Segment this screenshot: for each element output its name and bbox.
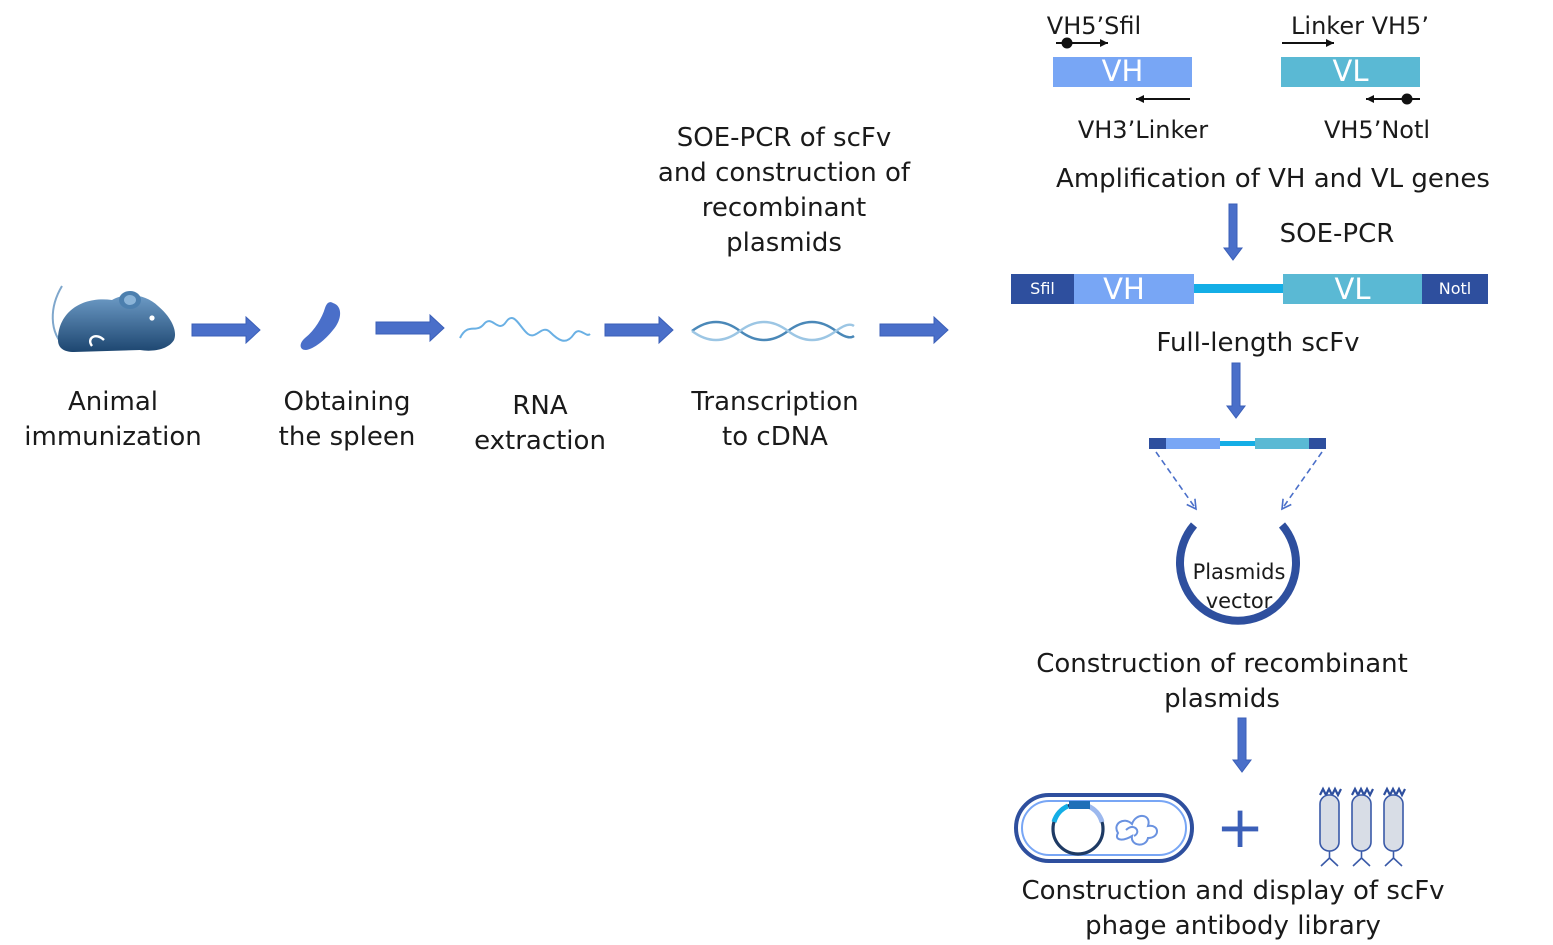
- step-transcription-label: Transcription to cDNA: [691, 387, 859, 452]
- phage-icon: [1383, 786, 1406, 867]
- soe-pcr-heading: SOE-PCR of scFv and construction of reco…: [657, 123, 911, 258]
- vl-forward-primer-label: Linker VH5’: [1291, 12, 1429, 40]
- phage-icon: [1351, 786, 1374, 867]
- scfv-vl-label: VL: [1334, 272, 1371, 306]
- plus-icon: +: [1215, 793, 1265, 861]
- vh-forward-primer-label: VH5’Sfil: [1046, 12, 1142, 40]
- mouse-icon: [51, 285, 176, 352]
- vl-gene-bar: [1281, 57, 1420, 87]
- scfv-fragment: [1149, 438, 1326, 449]
- vl-gene-label: VL: [1332, 54, 1369, 88]
- dna-helix-icon: [691, 320, 855, 342]
- insert-arrow-left: [1155, 451, 1197, 511]
- scfv-construct: [1011, 274, 1488, 304]
- step-animal-immunization-label: Animal immunization: [24, 387, 202, 452]
- vh-segment: [1074, 274, 1194, 304]
- phage-library-caption: Construction and display of scFv phage a…: [1021, 876, 1445, 941]
- primer-arrows: [1056, 37, 1420, 105]
- vh-reverse-primer-label: VH3’Linker: [1077, 116, 1209, 144]
- spleen-icon: [300, 302, 341, 350]
- linker-segment: [1194, 284, 1283, 293]
- plasmid-ring-icon: [1176, 522, 1300, 625]
- process-arrows: [191, 203, 1252, 773]
- soe-pcr-label: SOE-PCR: [1279, 219, 1395, 249]
- scfv-vh-label: VH: [1103, 272, 1145, 306]
- plasmid-vector-label: Plasmids vector: [1192, 560, 1286, 613]
- sfil-label: Sfil: [1030, 279, 1055, 298]
- step-obtaining-spleen-label: Obtaining the spleen: [278, 387, 416, 452]
- bacterium-icon: [1014, 793, 1194, 863]
- rna-strand-icon: [459, 316, 591, 342]
- step-rna-extraction-label: RNA extraction: [474, 391, 606, 456]
- phage-icons: [1319, 786, 1406, 867]
- vl-segment: [1283, 274, 1422, 304]
- sfil-segment: [1011, 274, 1074, 304]
- full-length-scfv-caption: Full-length scFv: [1156, 328, 1360, 358]
- vh-gene-bar: [1053, 57, 1192, 87]
- notl-segment: [1422, 274, 1488, 304]
- phage-icon: [1319, 786, 1342, 867]
- insert-arrow-right: [1281, 451, 1323, 511]
- notl-label: Notl: [1438, 279, 1472, 298]
- vl-reverse-primer-label: VH5’Notl: [1323, 116, 1431, 144]
- vh-gene-label: VH: [1101, 54, 1144, 88]
- amplification-caption: Amplification of VH and VL genes: [1056, 164, 1490, 194]
- recombinant-plasmid-caption: Construction of recombinant plasmids: [1036, 649, 1408, 714]
